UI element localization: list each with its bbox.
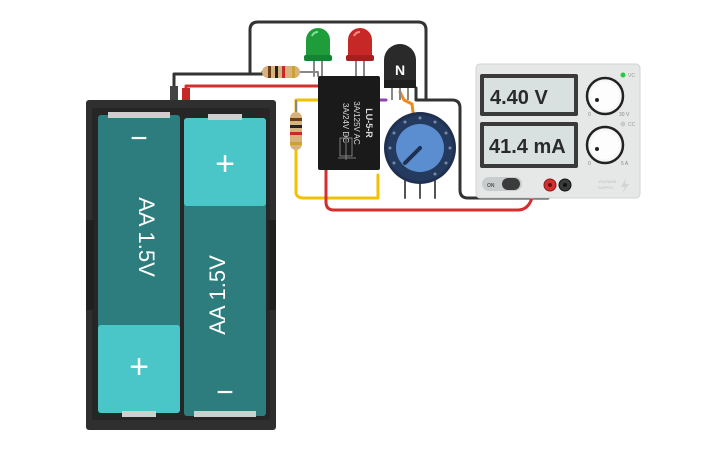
power-switch-label: ON (487, 183, 495, 189)
power-switch[interactable]: ON (482, 177, 522, 191)
battery-terminal-positive[interactable] (182, 88, 190, 100)
current-knob-max: 5 A (621, 161, 629, 167)
cell-left-label: AA 1.5V (134, 197, 159, 277)
power-supply[interactable]: 4.40 V 41.4 mA VC CC 0 30 V 0 5 A ON (475, 63, 641, 199)
voltage-knob-max: 30 V (619, 112, 630, 118)
led-red[interactable] (346, 28, 374, 61)
voltage-display-text: 4.40 V (490, 87, 548, 109)
resistor-horizontal[interactable] (262, 66, 300, 78)
brand-line-1: VOLTAGE (598, 179, 617, 184)
cc-indicator-icon (620, 121, 626, 127)
potentiometer[interactable] (384, 112, 456, 184)
relay-rating-dc: 3A/24V DC (341, 103, 350, 143)
cv-label: VC (628, 73, 635, 79)
cell-right-bottom-sign: − (216, 376, 234, 409)
pot-tick-marks (388, 116, 452, 176)
relay[interactable]: LU-5-R 3A/125V AC 3A/24V DC (318, 76, 380, 170)
pot-pointer (403, 146, 422, 165)
npn-transistor[interactable]: N (384, 44, 416, 100)
cv-indicator-icon (620, 72, 626, 78)
battery-pack[interactable]: − AA 1.5V + + AA 1.5V − (86, 86, 276, 430)
relay-model: LU-5-R (364, 108, 374, 138)
resistor-vertical[interactable] (290, 100, 302, 150)
cc-label: CC (628, 122, 636, 128)
battery-cell-left: − AA 1.5V + (98, 112, 180, 417)
wire-yellow[interactable] (294, 98, 380, 200)
current-knob[interactable] (585, 125, 625, 165)
brand-line-2: SUPPLY (598, 185, 614, 190)
wire-black-top-loop[interactable] (248, 20, 428, 102)
cell-left-bottom-sign: + (129, 348, 149, 386)
battery-terminal-negative[interactable] (170, 86, 178, 100)
lightning-icon (621, 178, 629, 194)
voltage-knob[interactable] (585, 76, 625, 116)
wire-red-battery-to-relay[interactable] (184, 84, 332, 96)
wire-red-to-supply[interactable] (324, 158, 552, 212)
transistor-label: N (395, 62, 405, 78)
cell-right-label: AA 1.5V (205, 255, 230, 335)
current-knob-min: 0 (588, 161, 591, 167)
relay-rating-ac: 3A/125V AC (352, 101, 361, 145)
wire-black-transistor[interactable] (414, 86, 550, 200)
cell-right-top-sign: + (215, 145, 235, 183)
current-display-text: 41.4 mA (489, 136, 566, 158)
wire-orange[interactable] (398, 90, 416, 122)
battery-cell-right: + AA 1.5V − (184, 114, 266, 417)
led-green[interactable] (304, 28, 332, 61)
voltage-knob-min: 0 (588, 112, 591, 118)
cell-left-top-sign: − (130, 122, 148, 155)
